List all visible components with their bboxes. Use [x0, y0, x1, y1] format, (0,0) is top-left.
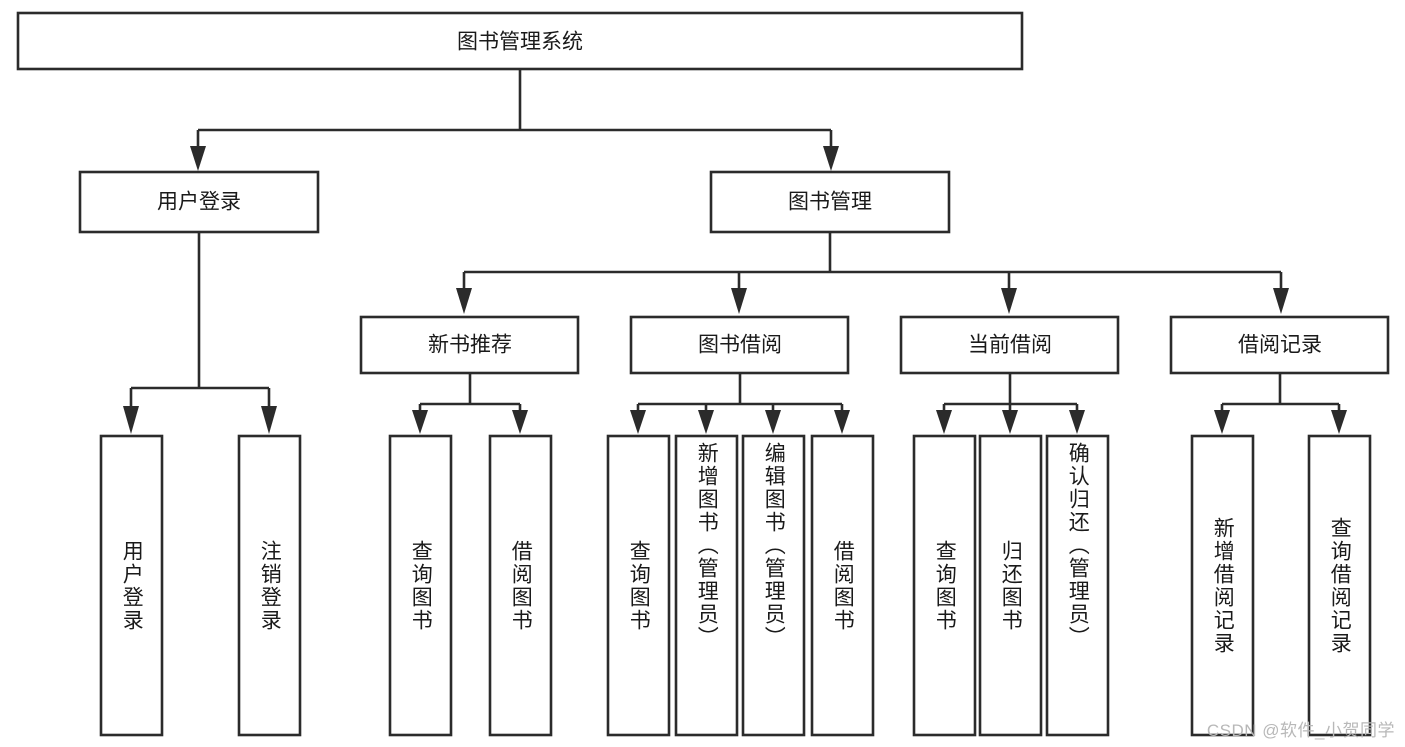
arrow-book-mgmt-to-record	[1273, 288, 1289, 314]
node-leaf-box-query-book-new[interactable]	[388, 434, 453, 737]
node-leaf-box-borrow-book[interactable]	[810, 434, 875, 737]
node-level3-record-label: 借阅记录	[1238, 334, 1322, 357]
arrow-new-book-leaf-1	[412, 410, 428, 434]
arrow-record-leaf-1	[1214, 410, 1230, 434]
arrow-current-leaf-3	[1069, 410, 1085, 434]
node-level3-record-box[interactable]	[1169, 315, 1390, 375]
node-leaf-box-query-record[interactable]	[1307, 434, 1372, 737]
node-leaf-box-query-book-current[interactable]	[912, 434, 977, 737]
node-level3-borrow-label: 图书借阅	[698, 334, 782, 357]
arrow-current-leaf-1	[936, 410, 952, 434]
node-level3-new-book-box[interactable]	[359, 315, 580, 375]
node-level2-book-mgmt-label: 图书管理	[788, 191, 872, 214]
arrow-borrow-leaf-4	[834, 410, 850, 434]
node-root-box[interactable]	[16, 11, 1024, 71]
node-root-label: 图书管理系统	[457, 31, 583, 54]
node-level2-user-login-label: 用户登录	[157, 191, 241, 214]
arrow-current-leaf-2	[1002, 410, 1018, 434]
node-level3-borrow-box[interactable]	[629, 315, 850, 375]
arrow-borrow-leaf-2	[698, 410, 714, 434]
node-leaf-box-add-record[interactable]	[1190, 434, 1255, 737]
node-leaf-box-user-login[interactable]	[99, 434, 164, 737]
node-leaf-box-logout[interactable]	[237, 434, 302, 737]
node-level3-current-label: 当前借阅	[968, 334, 1052, 357]
node-level3-new-book-label: 新书推荐	[428, 334, 512, 357]
arrow-root-to-book-mgmt	[823, 146, 839, 171]
arrow-borrow-leaf-3	[765, 410, 781, 434]
arrow-book-mgmt-to-current	[1001, 288, 1017, 314]
arrow-book-mgmt-to-borrow	[731, 288, 747, 314]
node-leaf-box-add-book-admin[interactable]	[674, 434, 739, 737]
node-leaf-box-query-book-borrow[interactable]	[606, 434, 671, 737]
csdn-watermark: CSDN @软件_小贺同学	[1206, 721, 1395, 740]
arrow-root-to-user-login	[190, 146, 206, 171]
arrow-new-book-leaf-2	[512, 410, 528, 434]
node-leaf-box-return-book[interactable]	[978, 434, 1043, 737]
node-level3-current-box[interactable]	[899, 315, 1120, 375]
node-level2-book-mgmt-box[interactable]	[709, 170, 951, 234]
arrow-borrow-leaf-1	[630, 410, 646, 434]
arrow-record-leaf-2	[1331, 410, 1347, 434]
arrow-user-login-leaf-1	[123, 406, 139, 434]
node-leaf-box-borrow-book-new[interactable]	[488, 434, 553, 737]
arrow-user-login-leaf-2	[261, 406, 277, 434]
node-leaf-box-edit-book-admin[interactable]	[741, 434, 806, 737]
arrow-book-mgmt-to-new-book	[456, 288, 472, 314]
node-leaf-box-confirm-return-admin[interactable]	[1045, 434, 1110, 737]
